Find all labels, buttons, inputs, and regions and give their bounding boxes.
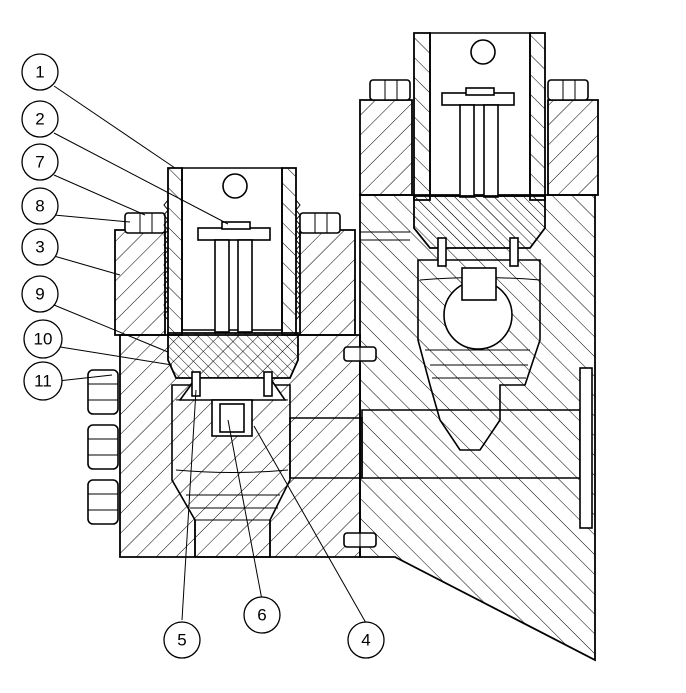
svg-text:5: 5 [177,631,186,650]
left-bonnet [114,229,356,336]
callout-7: 7 [21,143,59,181]
callout-10: 10 [23,319,63,359]
svg-text:10: 10 [34,330,53,349]
left-seat-plug [167,332,299,437]
callout-2: 2 [21,100,59,138]
right-flange [579,367,593,529]
callout-5: 5 [163,621,201,659]
svg-text:2: 2 [35,110,44,129]
dowel-pins [343,346,377,548]
right-valve-body [359,194,596,662]
left-side-plugs [87,369,119,525]
callout-4: 4 [347,621,385,659]
callout-11: 11 [23,361,63,401]
left-sleeve [163,167,301,336]
svg-text:11: 11 [34,372,52,391]
svg-text:7: 7 [35,153,44,172]
left-stem [197,221,271,333]
svg-text:9: 9 [35,285,44,304]
svg-text:6: 6 [257,606,266,625]
callout-9: 9 [21,275,59,313]
callout-3: 3 [21,228,59,266]
svg-text:3: 3 [35,238,44,257]
svg-text:1: 1 [35,63,44,82]
callout-6: 6 [243,596,281,634]
right-bonnet [359,79,599,196]
svg-text:8: 8 [35,197,44,216]
right-sleeve [413,32,546,201]
callout-1: 1 [21,53,59,91]
leader-lines [53,85,367,624]
left-bolts [124,212,341,234]
right-seat-plug [360,195,546,267]
callout-8: 8 [21,187,59,225]
svg-text:4: 4 [361,631,370,650]
